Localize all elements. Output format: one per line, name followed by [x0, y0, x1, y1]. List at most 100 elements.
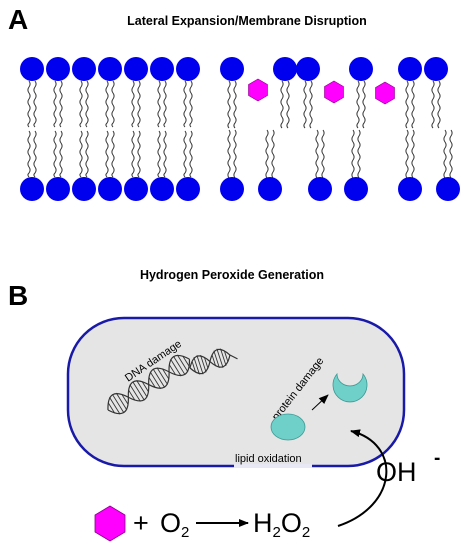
lipid-tail: [443, 129, 447, 179]
intact-protein: [270, 413, 306, 441]
lipid-head: [398, 177, 422, 201]
lipid-tail: [137, 80, 141, 128]
lipid-tail: [131, 80, 135, 128]
lipid-tail: [411, 129, 415, 179]
lipid-head: [349, 57, 373, 81]
lipid-head: [344, 177, 368, 201]
lipid-tail: [227, 80, 231, 129]
lipid-head: [98, 177, 122, 201]
nanoparticle-icon: [94, 505, 126, 542]
oxygen-label: O2: [160, 508, 189, 541]
hydroxide-label: OH: [376, 457, 417, 487]
protein-damage-arrow: [311, 394, 329, 411]
dna-helix-icon: [107, 354, 191, 415]
lipid-head: [46, 57, 70, 81]
lipid-tail: [189, 130, 193, 178]
lipid-tail: [315, 129, 319, 179]
lipid-tail: [449, 129, 453, 179]
intact-lipid-bilayer: [20, 57, 200, 201]
lipid-head: [220, 57, 244, 81]
hydroxide-charge: -: [434, 448, 440, 469]
peroxide-h: H: [253, 508, 273, 538]
lipid-head: [220, 177, 244, 201]
lipid-oxidation-label: lipid oxidation: [235, 453, 302, 465]
panel-a-title: Lateral Expansion/Membrane Disruption: [127, 14, 367, 28]
lipid-head: [273, 57, 297, 81]
lipid-tail: [265, 129, 269, 179]
lipid-tail: [233, 80, 237, 129]
lipid-tail: [33, 130, 37, 178]
lipid-tail: [157, 130, 161, 178]
panel-a-letter: A: [8, 4, 28, 35]
lipid-tail: [53, 80, 57, 128]
lipid-tail: [183, 130, 187, 178]
lipid-tail: [79, 80, 83, 128]
lipid-tail: [309, 80, 313, 129]
lipid-tail: [59, 130, 63, 178]
lipid-tail: [85, 130, 89, 178]
disrupted-lipid-bilayer: [220, 57, 460, 201]
lipid-head: [176, 57, 200, 81]
lipid-tail: [227, 129, 231, 179]
hydroxide-base: OH: [376, 457, 417, 487]
dna-fragment-icon: [189, 348, 238, 375]
lipid-tail: [271, 129, 275, 179]
lipid-tail: [356, 80, 360, 129]
lipid-tail: [163, 80, 167, 128]
lipid-head: [20, 177, 44, 201]
lipid-tail: [111, 80, 115, 128]
lipid-head: [72, 177, 96, 201]
lipid-head: [258, 177, 282, 201]
lipid-head: [124, 177, 148, 201]
lipid-tail: [303, 80, 307, 129]
lipid-tail: [351, 129, 355, 179]
lipid-tail: [131, 130, 135, 178]
nanoparticle-icon: [248, 78, 268, 102]
lipid-tail: [286, 80, 290, 129]
lipid-tail: [431, 80, 435, 129]
lipid-head: [98, 57, 122, 81]
lipid-head: [296, 57, 320, 81]
peroxide-o: O: [281, 508, 302, 538]
lipid-tail: [27, 80, 31, 128]
lipid-tail: [53, 130, 57, 178]
panel-b-title: Hydrogen Peroxide Generation: [140, 268, 324, 282]
panel-b-letter: B: [8, 280, 28, 311]
lipid-tail: [405, 80, 409, 129]
lipid-tail: [27, 130, 31, 178]
lipid-head: [398, 57, 422, 81]
lipid-tail: [79, 130, 83, 178]
lipid-tail: [405, 129, 409, 179]
lipid-tail: [163, 130, 167, 178]
lipid-tail: [280, 80, 284, 129]
lipid-head: [176, 177, 200, 201]
lipid-tail: [357, 129, 361, 179]
lipid-tail: [183, 80, 187, 128]
lipid-head: [46, 177, 70, 201]
nanoparticle-icon: [375, 81, 395, 105]
oxygen-base: O: [160, 508, 181, 538]
lipid-tail: [33, 80, 37, 128]
lipid-head: [20, 57, 44, 81]
lipid-tail: [59, 80, 63, 128]
peroxide-o-subscript: 2: [302, 524, 310, 541]
lipid-tail: [437, 80, 441, 129]
lipid-head: [308, 177, 332, 201]
nanoparticle-icon: [324, 80, 344, 104]
lipid-tail: [157, 80, 161, 128]
damaged-protein: [332, 372, 368, 403]
peroxide-h-subscript: 2: [273, 524, 281, 541]
lipid-tail: [321, 129, 325, 179]
lipid-tail: [189, 80, 193, 128]
plus-sign: +: [133, 508, 149, 538]
lipid-tail: [85, 80, 89, 128]
lipid-head: [72, 57, 96, 81]
lipid-head: [150, 57, 174, 81]
lipid-head: [436, 177, 460, 201]
lipid-head: [150, 177, 174, 201]
lipid-head: [124, 57, 148, 81]
lipid-tail: [111, 130, 115, 178]
lipid-tail: [411, 80, 415, 129]
lipid-tail: [137, 130, 141, 178]
